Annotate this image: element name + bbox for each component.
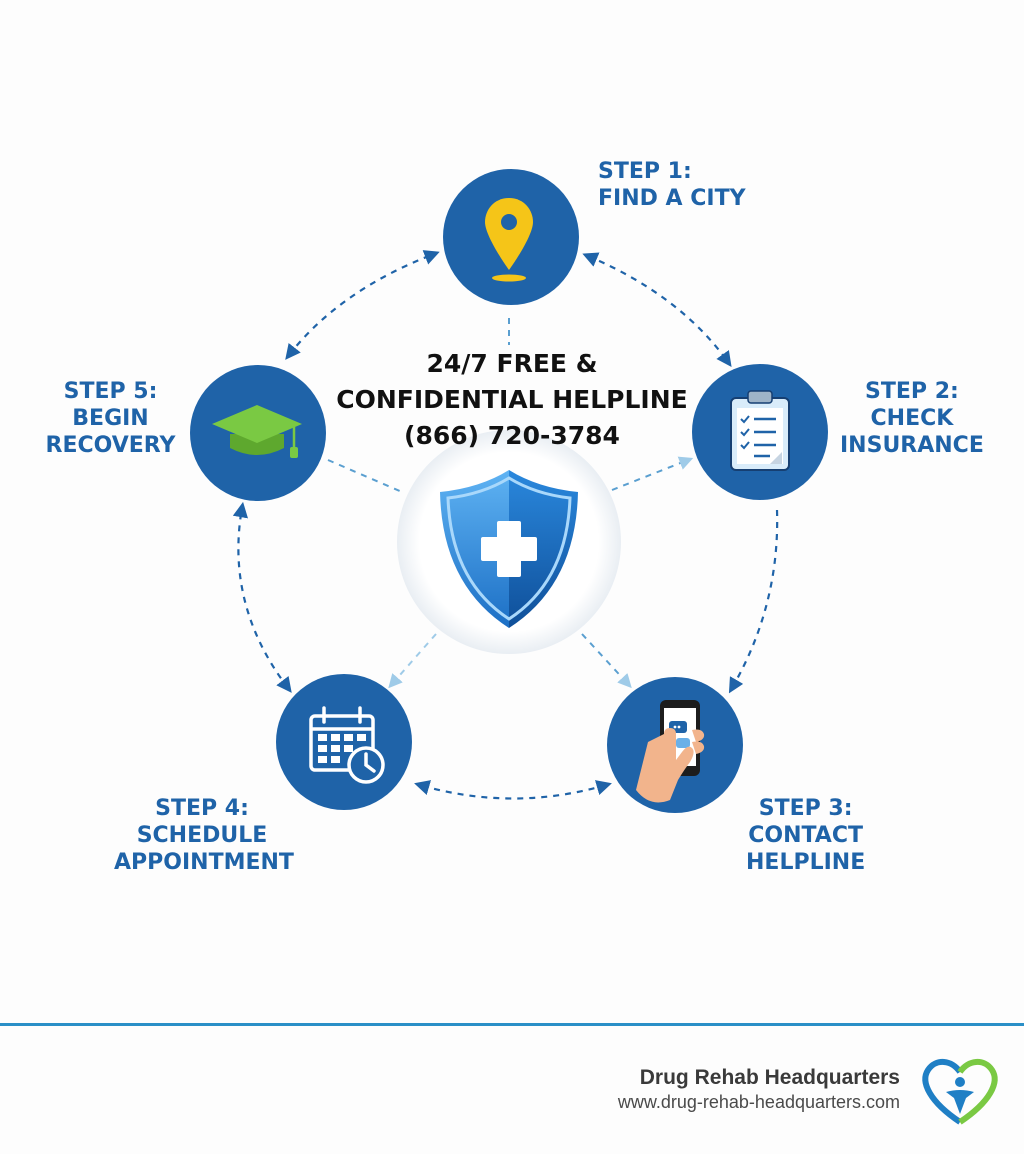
step-5-number: STEP 5: bbox=[63, 379, 158, 404]
step-1-node bbox=[443, 169, 579, 305]
arrow-step1-step2 bbox=[582, 252, 732, 368]
step-3-label: STEP 3: CONTACT HELPLINE bbox=[746, 795, 865, 876]
brand-url[interactable]: www.drug-rehab-headquarters.com bbox=[617, 1092, 900, 1112]
helpline-heading: 24/7 FREE & CONFIDENTIAL HELPLINE (866) … bbox=[312, 346, 712, 454]
helpline-line-1: 24/7 FREE & bbox=[426, 349, 598, 378]
spoke-to-step4 bbox=[388, 633, 437, 689]
step-1-number: STEP 1: bbox=[598, 159, 692, 184]
cycle-arrows bbox=[232, 250, 779, 800]
step-3-number: STEP 3: bbox=[758, 796, 853, 821]
calendar-clock-icon bbox=[309, 706, 385, 784]
clipboard-checklist-icon bbox=[730, 390, 790, 471]
spoke-to-step2 bbox=[611, 456, 694, 491]
step-5-title-line-1: BEGIN bbox=[72, 406, 149, 431]
arrow-step4-step5 bbox=[232, 501, 292, 693]
step-2-label: STEP 2: CHECK INSURANCE bbox=[840, 378, 984, 459]
step-2-title-line-1: CHECK bbox=[870, 406, 954, 431]
step-1-title: FIND A CITY bbox=[598, 186, 746, 211]
step-4-title-line-1: SCHEDULE bbox=[136, 823, 268, 848]
step-5-title-line-2: RECOVERY bbox=[45, 433, 176, 458]
step-4-node bbox=[276, 674, 412, 810]
step-2-title-line-2: INSURANCE bbox=[840, 433, 984, 458]
step-3-title-line-1: CONTACT bbox=[748, 823, 863, 848]
center-shield-medallion bbox=[397, 430, 621, 654]
heart-person-logo-icon bbox=[922, 1059, 998, 1125]
step-3-title-line-2: HELPLINE bbox=[746, 850, 866, 875]
spoke-to-step3 bbox=[581, 633, 632, 689]
step-4-label: STEP 4: SCHEDULE APPOINTMENT bbox=[114, 795, 294, 876]
step-2-node bbox=[692, 364, 828, 500]
step-2-number: STEP 2: bbox=[865, 379, 959, 404]
step-4-number: STEP 4: bbox=[155, 796, 249, 821]
footer-brand: Drug Rehab Headquarters www.drug-rehab-h… bbox=[618, 1065, 900, 1113]
brand-name: Drug Rehab Headquarters bbox=[639, 1066, 900, 1089]
graduation-cap-icon bbox=[212, 405, 302, 458]
footer-divider bbox=[0, 1023, 1024, 1026]
arrow-step3-step4 bbox=[414, 780, 612, 800]
step-5-node bbox=[190, 365, 326, 501]
spoke-to-step5 bbox=[327, 459, 403, 493]
step-4-title-line-2: APPOINTMENT bbox=[114, 850, 294, 875]
helpline-phone-number: (866) 720-3784 bbox=[404, 421, 620, 450]
map-pin-icon bbox=[485, 198, 533, 282]
step-1-label: STEP 1: FIND A CITY bbox=[598, 158, 746, 212]
shield-cross-icon bbox=[440, 470, 578, 628]
step-3-node bbox=[607, 677, 743, 813]
center-spokes bbox=[327, 318, 694, 689]
arrow-step2-step3 bbox=[728, 509, 779, 694]
arrow-step5-step1 bbox=[285, 250, 440, 360]
step-5-label: STEP 5: BEGIN RECOVERY bbox=[44, 378, 177, 459]
helpline-line-2: CONFIDENTIAL HELPLINE bbox=[336, 385, 688, 414]
hand-phone-icon bbox=[636, 700, 705, 803]
